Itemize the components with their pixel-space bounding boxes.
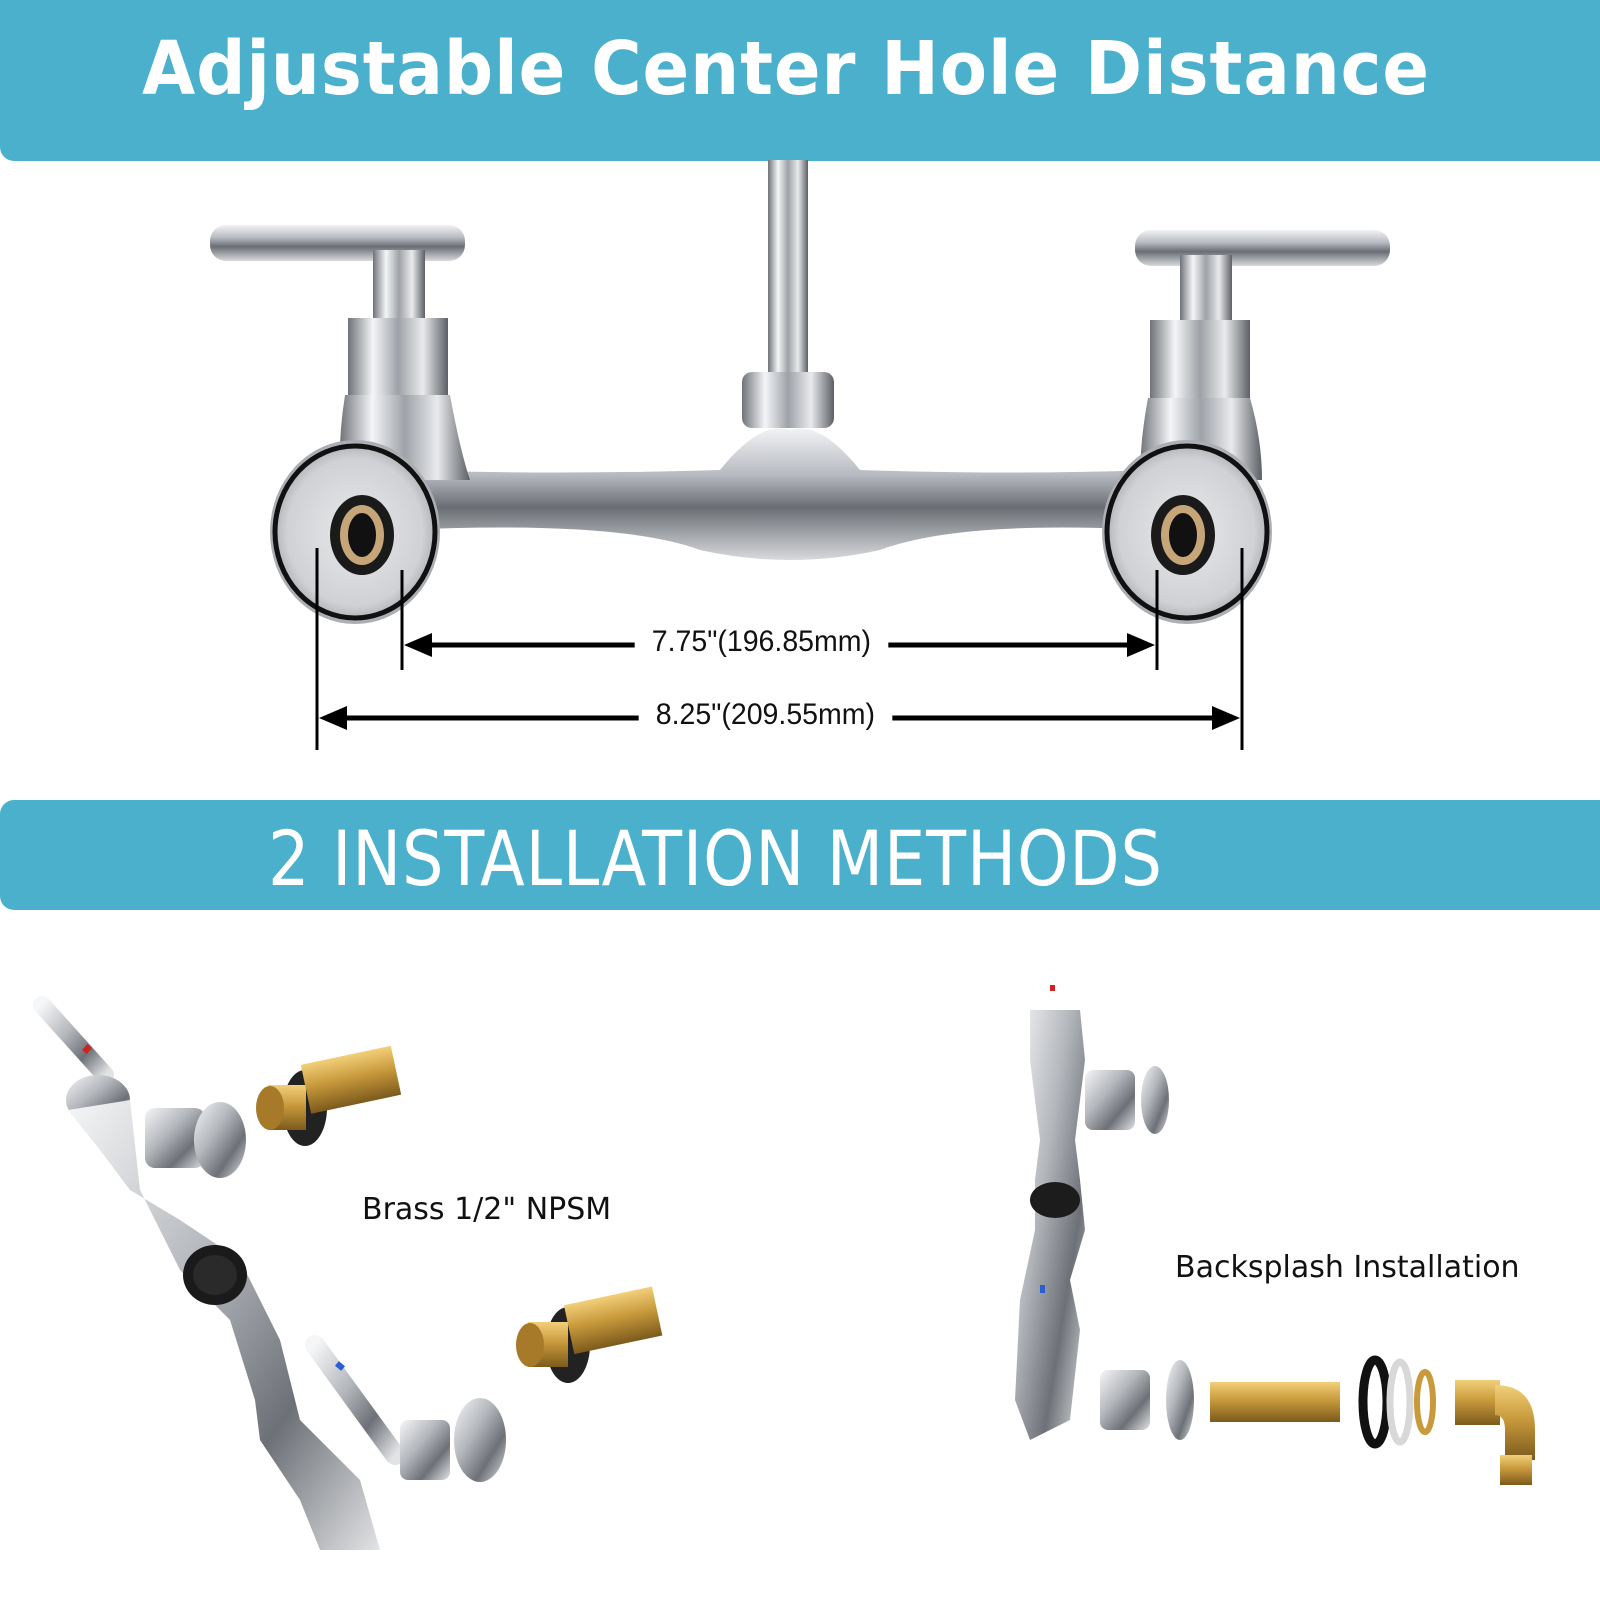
right-handle [1135,230,1390,266]
brass-elbow [1455,1380,1535,1485]
backsplash-caption: Backsplash Installation [1175,1250,1520,1285]
left-handle [210,225,465,261]
hot-marker [82,1044,92,1054]
inner-distance-label: 7.75"(196.85mm) [634,625,889,659]
outer-distance-label: 8.25"(209.55mm) [638,698,893,732]
hot-marker-right [1050,985,1055,991]
faucet-front-illustration [210,160,1390,750]
hex-nut [742,372,834,428]
rubber-washer [1358,1355,1392,1449]
brass-fitting-lower [516,1286,663,1383]
section-banner: 2 INSTALLATION METHODS [0,800,1600,910]
faucet-body [400,428,1150,560]
lock-nut [1414,1369,1436,1435]
header-title: Adjustable Center Hole Distance [142,26,1430,112]
metal-washer [1386,1358,1414,1446]
long-brass-nipple [1210,1382,1340,1422]
spout-pipe [768,160,808,385]
cold-marker [335,1361,345,1371]
brass-npsm-caption: Brass 1/2" NPSM [362,1192,612,1227]
header-banner: Adjustable Center Hole Distance [0,0,1600,161]
section-title: 2 INSTALLATION METHODS [268,814,1163,903]
cold-marker-right [1040,1285,1045,1293]
brass-fitting-upper [256,1045,402,1146]
